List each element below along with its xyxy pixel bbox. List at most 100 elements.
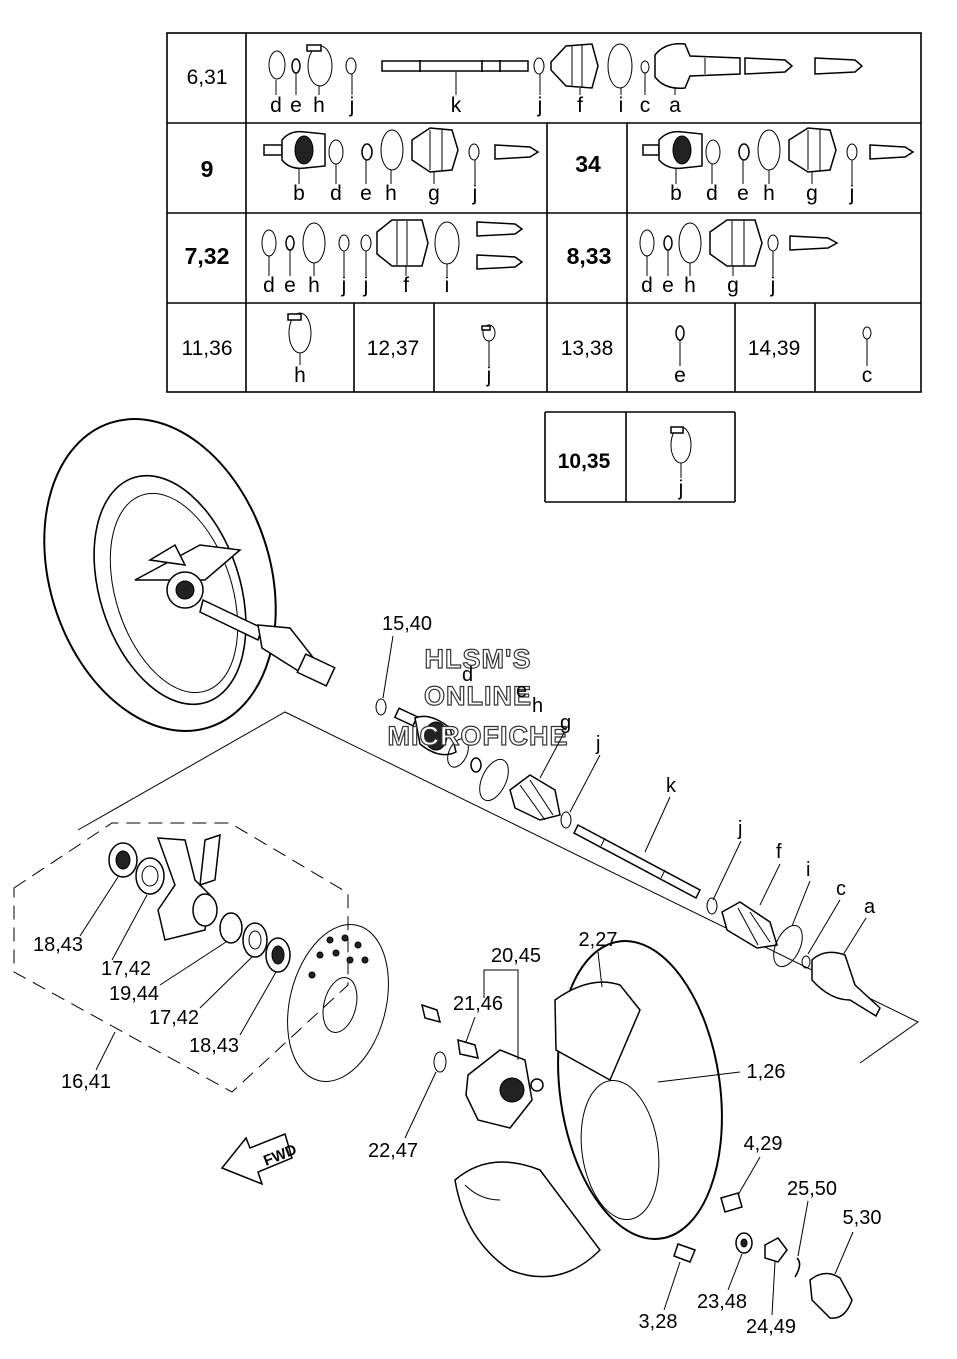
- axle-nut-parts-illustration: [673, 1192, 853, 1319]
- callout-3-28: 3,28: [639, 1311, 678, 1333]
- row4-letter-c: c: [862, 364, 873, 387]
- forward-arrow-icon: FWD: [220, 1132, 299, 1186]
- row2-left-parts: b d e h g j: [263, 127, 540, 205]
- drive-shaft-illustration: [375, 698, 881, 1018]
- row3l-letter-d: d: [263, 274, 275, 297]
- row1-letter-j2: j: [537, 94, 543, 117]
- row2r-letter-e: e: [737, 182, 749, 205]
- row2l-letter-d: d: [330, 182, 342, 205]
- wheel-rim-tire-illustration: [454, 940, 723, 1278]
- row3r-letter-e: e: [662, 274, 674, 297]
- callout-d: d: [462, 664, 473, 686]
- rear-wheel-assembly-illustration: [43, 418, 336, 732]
- row4-letter-h: h: [294, 364, 306, 387]
- row3l-letter-i: i: [445, 274, 450, 297]
- callout-g: g: [560, 712, 571, 734]
- callout-2-27: 2,27: [579, 929, 618, 951]
- row1-letter-k: k: [451, 94, 462, 117]
- row3l-letter-h: h: [308, 274, 320, 297]
- callout-j-2: j: [737, 818, 742, 840]
- callout-1-26: 1,26: [747, 1061, 786, 1083]
- row-ref-6-31: 6,31: [187, 66, 228, 89]
- watermark-line-3: MICROFICHE: [388, 721, 569, 751]
- row3r-letter-g: g: [727, 274, 739, 297]
- row4-parts: h j e c: [287, 312, 873, 387]
- row1-letter-d: d: [270, 94, 282, 117]
- callout-4-29: 4,29: [744, 1133, 783, 1155]
- callout-labels: 15,40 d e h g j k j f i c a 18,43 17,42 …: [33, 613, 882, 1338]
- row1-letter-i: i: [619, 94, 624, 117]
- row2-right-parts: b d e h g j: [642, 127, 915, 205]
- callout-19-44: 19,44: [109, 983, 159, 1005]
- watermark-line-2: ONLINE: [424, 681, 532, 711]
- callout-i: i: [806, 859, 810, 881]
- row1-letter-c: c: [640, 94, 651, 117]
- row1-letter-e: e: [290, 94, 302, 117]
- row2l-letter-b: b: [293, 182, 305, 205]
- callout-15-40: 15,40: [382, 613, 432, 635]
- callout-17-42-b: 17,42: [149, 1007, 199, 1029]
- row-ref-14-39: 14,39: [748, 337, 801, 360]
- row1-letter-f: f: [577, 94, 583, 117]
- brake-disc-illustration: [287, 924, 442, 1082]
- row-ref-34: 34: [575, 151, 601, 177]
- watermark-line-1: HLSM'S: [425, 644, 532, 674]
- row2r-letter-d: d: [706, 182, 718, 205]
- row3l-letter-j2: j: [363, 274, 369, 297]
- callout-16-41: 16,41: [61, 1071, 111, 1093]
- callout-j-1: j: [595, 733, 600, 755]
- row3l-letter-e: e: [284, 274, 296, 297]
- callout-k: k: [666, 775, 677, 797]
- callout-25-50: 25,50: [787, 1178, 837, 1200]
- callout-20-45: 20,45: [491, 945, 541, 967]
- row2l-letter-j: j: [472, 182, 478, 205]
- row1-letter-j: j: [349, 94, 355, 117]
- callout-23-48: 23,48: [697, 1291, 747, 1313]
- row2r-letter-h: h: [763, 182, 775, 205]
- row-ref-10-35: 10,35: [558, 450, 611, 473]
- callout-a: a: [864, 896, 876, 918]
- row1-letter-h: h: [313, 94, 325, 117]
- callout-h: h: [532, 695, 543, 717]
- row-ref-11-36: 11,36: [182, 337, 233, 360]
- row3l-letter-j: j: [341, 274, 347, 297]
- callout-18-43-a: 18,43: [33, 934, 83, 956]
- row3l-letter-f: f: [403, 274, 409, 297]
- row1-parts: d e h j k j f i c a: [268, 42, 864, 117]
- callout-21-46: 21,46: [453, 993, 503, 1015]
- row2l-letter-g: g: [428, 182, 440, 205]
- callout-18-43-b: 18,43: [189, 1035, 239, 1057]
- row-ref-7-32: 7,32: [185, 243, 230, 269]
- extra-kit-box: 10,35 j: [544, 411, 736, 503]
- callout-e: e: [516, 680, 527, 702]
- callout-24-49: 24,49: [746, 1316, 796, 1338]
- wheel-hub-illustration: [433, 1038, 544, 1129]
- row2l-letter-e: e: [360, 182, 372, 205]
- row2l-letter-h: h: [385, 182, 397, 205]
- row-ref-9: 9: [201, 156, 214, 182]
- extra-letter-j: j: [678, 477, 684, 500]
- knuckle-bearing-illustration: [108, 833, 291, 973]
- row4-letter-e: e: [674, 364, 686, 387]
- row2r-letter-b: b: [670, 182, 682, 205]
- row4-letter-j: j: [486, 364, 492, 387]
- row1-letter-a: a: [669, 94, 681, 117]
- row3r-letter-h: h: [684, 274, 696, 297]
- callout-22-47: 22,47: [368, 1140, 418, 1162]
- row3r-letter-j: j: [770, 274, 776, 297]
- callout-5-30: 5,30: [843, 1207, 882, 1229]
- parts-kit-table: 6,31 9 34 7,32 8,33 11,36 12,37 13,38 14…: [166, 32, 922, 503]
- row3-right-parts: d e h g j: [639, 219, 839, 297]
- watermark: HLSM'S ONLINE MICROFICHE: [387, 643, 569, 751]
- row-ref-8-33: 8,33: [567, 243, 612, 269]
- row3r-letter-d: d: [641, 274, 653, 297]
- row3-left-parts: d e h j j f i: [261, 219, 524, 297]
- row-ref-13-38: 13,38: [561, 337, 614, 360]
- row-ref-12-37: 12,37: [367, 337, 420, 360]
- row2r-letter-g: g: [806, 182, 818, 205]
- callout-17-42-a: 17,42: [101, 958, 151, 980]
- callout-c: c: [836, 878, 846, 900]
- row2r-letter-j: j: [849, 182, 855, 205]
- assembly-guide-lines: [13, 711, 919, 1093]
